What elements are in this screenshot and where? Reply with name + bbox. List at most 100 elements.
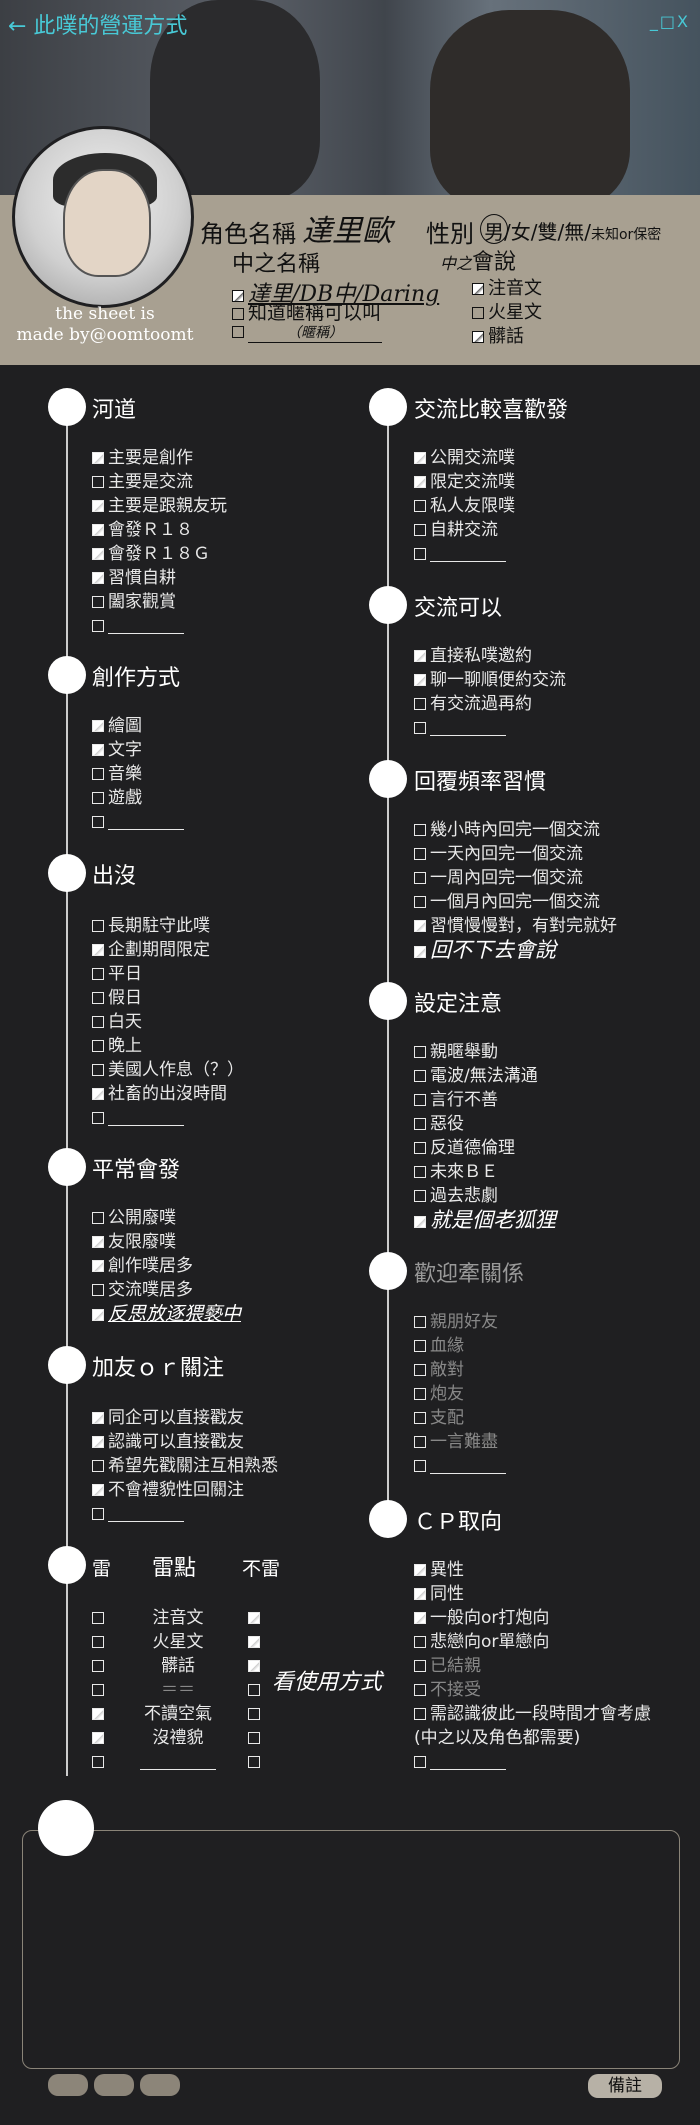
checkbox-mine[interactable] <box>92 1708 104 1720</box>
option-item[interactable]: 支配 <box>414 1406 464 1430</box>
option-item[interactable]: 交流噗居多 <box>92 1278 193 1302</box>
option-item-blank[interactable] <box>414 1454 506 1478</box>
checkbox[interactable] <box>92 1508 104 1520</box>
checkbox[interactable] <box>414 1612 426 1624</box>
checkbox[interactable] <box>92 500 104 512</box>
option-item-blank[interactable] <box>414 716 506 740</box>
blank-line[interactable] <box>430 547 506 562</box>
option-item[interactable]: 聊一聊順便約交流 <box>414 668 566 692</box>
checkbox[interactable] <box>414 824 426 836</box>
footer-pill[interactable] <box>48 2074 88 2096</box>
checkbox[interactable] <box>414 920 426 932</box>
checkbox[interactable] <box>92 720 104 732</box>
checkbox[interactable] <box>414 722 426 734</box>
checkbox[interactable] <box>414 1094 426 1106</box>
speak-item[interactable]: 火星文 <box>472 298 542 324</box>
blank-line[interactable] <box>430 1459 506 1474</box>
option-item[interactable]: 言行不善 <box>414 1088 498 1112</box>
checkbox[interactable] <box>92 1236 104 1248</box>
blank-line[interactable] <box>430 721 506 736</box>
option-item[interactable]: 過去悲劇 <box>414 1184 498 1208</box>
checkbox[interactable] <box>472 283 484 295</box>
option-item[interactable]: 公開交流噗 <box>414 446 515 470</box>
option-item[interactable]: 主要是創作 <box>92 446 193 470</box>
option-item[interactable]: 白天 <box>92 1010 142 1034</box>
checkbox[interactable] <box>92 768 104 780</box>
checkbox[interactable] <box>414 1564 426 1576</box>
option-item-blank[interactable] <box>414 1750 506 1774</box>
checkbox[interactable] <box>414 1756 426 1768</box>
blank-line[interactable] <box>108 1507 184 1522</box>
footer-pill[interactable] <box>94 2074 134 2096</box>
option-item[interactable]: 限定交流噗 <box>414 470 515 494</box>
notes-box[interactable] <box>22 1830 680 2069</box>
option-item[interactable]: 文字 <box>92 738 142 762</box>
nick-row-1[interactable]: 達里/DB中/Daring <box>232 276 439 308</box>
option-item[interactable]: 認識可以直接戳友 <box>92 1430 244 1454</box>
checkbox[interactable] <box>472 307 484 319</box>
checkbox[interactable] <box>92 548 104 560</box>
option-item-blank[interactable] <box>414 542 506 566</box>
checkbox[interactable] <box>414 698 426 710</box>
checkbox-not-mine[interactable] <box>248 1732 260 1744</box>
checkbox[interactable] <box>414 946 426 958</box>
checkbox[interactable] <box>92 1260 104 1272</box>
checkbox-mine[interactable] <box>92 1660 104 1672</box>
option-item[interactable]: 遊戲 <box>92 786 142 810</box>
option-item[interactable]: 異性 <box>414 1558 464 1582</box>
checkbox[interactable] <box>92 620 104 632</box>
option-item[interactable]: 血緣 <box>414 1334 464 1358</box>
window-controls[interactable]: _□X <box>649 12 690 31</box>
option-item[interactable]: 同企可以直接戳友 <box>92 1406 244 1430</box>
checkbox[interactable] <box>232 326 244 338</box>
checkbox[interactable] <box>414 1142 426 1154</box>
checkbox[interactable] <box>92 1112 104 1124</box>
option-item[interactable]: 不會禮貌性回關注 <box>92 1478 244 1502</box>
checkbox[interactable] <box>414 848 426 860</box>
option-item[interactable]: 炮友 <box>414 1382 464 1406</box>
checkbox[interactable] <box>92 1436 104 1448</box>
option-item[interactable]: 主要是交流 <box>92 470 193 494</box>
option-item[interactable]: 親朋好友 <box>414 1310 498 1334</box>
option-item[interactable]: 直接私噗邀約 <box>414 644 532 668</box>
footer-pill[interactable] <box>140 2074 180 2096</box>
checkbox[interactable] <box>92 1016 104 1028</box>
checkbox[interactable] <box>414 1460 426 1472</box>
checkbox[interactable] <box>92 744 104 756</box>
option-item[interactable]: 幾小時內回完一個交流 <box>414 818 600 842</box>
checkbox[interactable] <box>92 1212 104 1224</box>
speak-item[interactable]: 髒話 <box>472 322 524 348</box>
option-item-blank[interactable] <box>92 1502 184 1526</box>
option-item[interactable]: 平日 <box>92 962 142 986</box>
checkbox[interactable] <box>92 792 104 804</box>
checkbox[interactable] <box>92 1040 104 1052</box>
checkbox[interactable] <box>92 524 104 536</box>
checkbox[interactable] <box>414 1340 426 1352</box>
checkbox[interactable] <box>414 1684 426 1696</box>
checkbox[interactable] <box>92 1460 104 1472</box>
option-item[interactable]: 主要是跟親友玩 <box>92 494 227 518</box>
option-item[interactable]: 繪圖 <box>92 714 142 738</box>
checkbox[interactable] <box>92 992 104 1004</box>
checkbox[interactable] <box>414 1708 426 1720</box>
checkbox[interactable] <box>414 500 426 512</box>
option-item[interactable]: 同性 <box>414 1582 464 1606</box>
checkbox[interactable] <box>414 1412 426 1424</box>
checkbox[interactable] <box>92 968 104 980</box>
option-item[interactable]: 自耕交流 <box>414 518 498 542</box>
checkbox[interactable] <box>92 1412 104 1424</box>
checkbox[interactable] <box>414 1636 426 1648</box>
option-item-handwritten[interactable]: 反思放逐猥褻中 <box>92 1302 241 1327</box>
option-item[interactable]: 企劃期間限定 <box>92 938 210 962</box>
blank-line[interactable] <box>108 619 184 634</box>
blank-line[interactable] <box>140 1755 216 1770</box>
checkbox[interactable] <box>232 290 244 302</box>
checkbox-not-mine[interactable] <box>248 1660 260 1672</box>
option-item[interactable]: 有交流過再約 <box>414 692 532 716</box>
checkbox[interactable] <box>414 872 426 884</box>
checkbox[interactable] <box>414 452 426 464</box>
option-item[interactable]: 敵對 <box>414 1358 464 1382</box>
checkbox[interactable] <box>414 674 426 686</box>
checkbox[interactable] <box>414 896 426 908</box>
option-item[interactable]: 習慣自耕 <box>92 566 176 590</box>
